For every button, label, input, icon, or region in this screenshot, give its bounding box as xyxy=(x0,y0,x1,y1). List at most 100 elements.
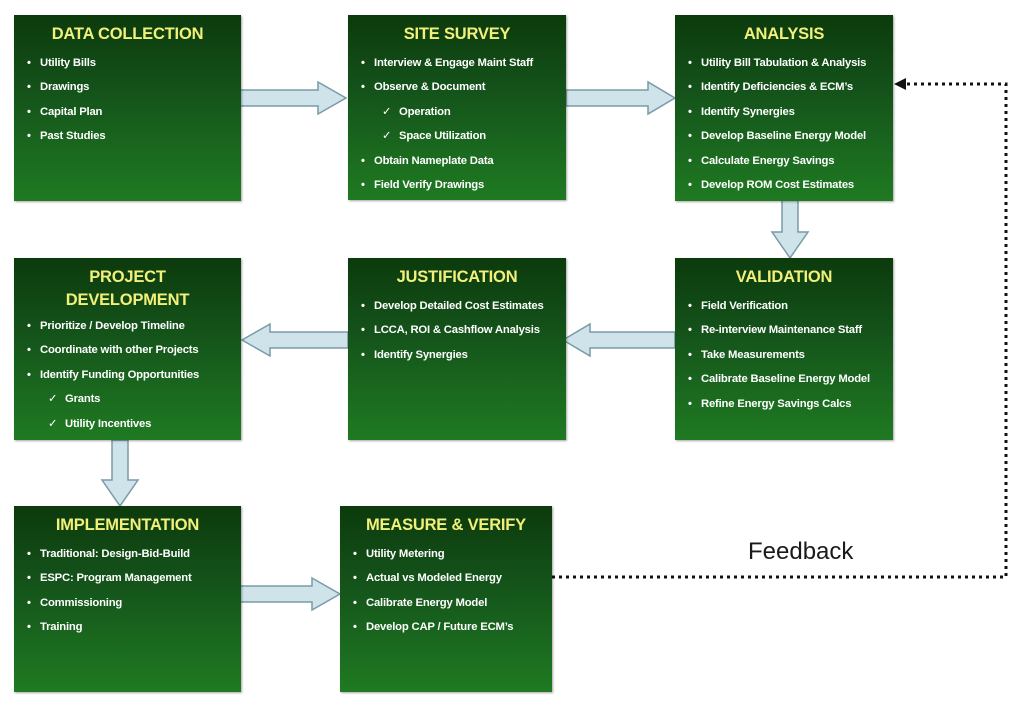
box-item-text: Grants xyxy=(65,393,101,406)
box-item-text: LCCA, ROI & Cashflow Analysis xyxy=(374,324,540,337)
bullet-icon: • xyxy=(361,348,365,361)
box-item-text: Prioritize / Develop Timeline xyxy=(40,320,185,332)
box-item-text: Utility Metering xyxy=(366,548,445,560)
box-data-collection: DATA COLLECTION •Utility Bills•Drawings•… xyxy=(14,15,241,201)
bullet-icon: • xyxy=(361,179,365,192)
box-validation: VALIDATION •Field Verification•Re-interv… xyxy=(675,258,893,440)
box-site-survey: SITE SURVEY • Interview & Engage Maint St… xyxy=(348,15,566,200)
bullet-icon: • xyxy=(361,324,365,337)
box-item: • Develop CAP / Future ECM’s xyxy=(340,615,548,639)
box-implementation: IMPLEMENTATION • Traditional: Design-Bid-… xyxy=(14,506,241,692)
box-item: •Calculate Energy Savings xyxy=(675,149,889,173)
box-sub-item: ✓Utility Incentives xyxy=(14,412,237,436)
box-item: •Take Measurements xyxy=(675,343,889,367)
bullet-icon: • xyxy=(688,130,692,143)
box-item-text: Identify Synergies xyxy=(701,105,795,118)
box-sub-item: ✓ Grants xyxy=(14,387,237,411)
bullet-icon: • xyxy=(27,130,31,143)
arrow-validation-to-justification xyxy=(561,322,676,358)
arrow-analysis-to-validation xyxy=(770,199,810,260)
box-title: ANALYSIS xyxy=(743,25,825,43)
box-item-text: Develop ROM Cost Estimates xyxy=(701,179,854,192)
bullet-icon: • xyxy=(688,105,692,118)
bullet-icon: • xyxy=(688,300,692,312)
arrow-project-development-to-implementation xyxy=(100,439,140,508)
box-item-text: Interview & Engage Maint Staff xyxy=(374,57,534,69)
bullet-icon: • xyxy=(353,596,357,609)
check-icon: ✓ xyxy=(48,417,58,430)
box-item: •Obtain Nameplate Data xyxy=(348,149,562,173)
box-item: • Coordinate with other Projects xyxy=(14,338,237,362)
box-item-list: • Develop Detailed Cost Estimates • LCCA, R… xyxy=(348,294,566,367)
box-item: •Commissioning xyxy=(14,591,237,615)
bullet-icon: • xyxy=(688,154,692,167)
box-item: • Past Studies xyxy=(14,124,237,148)
box-item-text: Field Verification xyxy=(701,300,788,312)
bullet-icon: • xyxy=(361,57,365,69)
box-analysis: ANALYSIS •Utility Bill Tabulation & Anal… xyxy=(675,15,893,201)
bullet-icon: • xyxy=(688,81,692,94)
box-item: • Utility Bills xyxy=(14,51,237,75)
bullet-icon: • xyxy=(27,81,31,94)
check-icon: ✓ xyxy=(382,130,392,143)
bullet-icon: • xyxy=(27,621,31,634)
box-sub-item: ✓ Operation xyxy=(348,100,562,124)
box-item-text: Identify Deficiencies & ECM’s xyxy=(701,81,853,94)
box-item-text: Develop Detailed Cost Estimates xyxy=(374,300,544,312)
box-item-list: •Field Verification•Re-interview Mainten… xyxy=(675,294,893,416)
arrow-data-collection-to-site-survey xyxy=(239,80,348,116)
bullet-icon: • xyxy=(353,621,357,634)
box-item-text: Calibrate Energy Model xyxy=(366,596,488,609)
bullet-icon: • xyxy=(27,57,31,69)
box-item: • Identify Synergies xyxy=(675,100,889,124)
box-item: • Capital Plan xyxy=(14,100,237,124)
bullet-icon: • xyxy=(361,81,365,94)
box-item-text: Capital Plan xyxy=(40,105,103,118)
bullet-icon: • xyxy=(27,548,31,560)
box-item: •Utility Bill Tabulation & Analysis xyxy=(675,51,889,75)
box-item-text: Commissioning xyxy=(40,596,123,609)
box-item-text: Past Studies xyxy=(40,130,106,143)
box-item-text: ESPC: Program Management xyxy=(40,572,192,585)
box-sub-item: ✓ Space Utilization xyxy=(348,124,562,148)
bullet-icon: • xyxy=(27,368,31,381)
box-item-list: • Interview & Engage Maint Staff • Observe … xyxy=(348,51,566,197)
box-measure-verify: MEASURE & VERIFY •Utility Metering•Actua… xyxy=(340,506,552,692)
box-item-text: Space Utilization xyxy=(399,130,486,143)
box-item-text: Traditional: Design-Bid-Build xyxy=(40,548,190,560)
box-item-text: Take Measurements xyxy=(701,348,805,361)
box-title: JUSTIFICATION xyxy=(396,268,518,286)
check-icon: ✓ xyxy=(48,393,58,406)
box-item: • Traditional: Design-Bid-Build xyxy=(14,542,237,566)
box-item: • Field Verification xyxy=(675,294,889,318)
box-item-text: Coordinate with other Projects xyxy=(40,344,199,357)
box-justification: JUSTIFICATION • Develop Detailed Cost Est… xyxy=(348,258,566,440)
arrow-implementation-to-measure-verify xyxy=(239,576,342,612)
box-title: SITE SURVEY xyxy=(403,25,511,43)
bullet-icon: • xyxy=(27,344,31,357)
box-item: • LCCA, ROI & Cashflow Analysis xyxy=(348,318,562,342)
feedback-label: Feedback xyxy=(748,538,854,565)
check-icon: ✓ xyxy=(382,105,392,118)
box-item-text: Calibrate Baseline Energy Model xyxy=(701,373,870,386)
bullet-icon: • xyxy=(353,572,357,585)
bullet-icon: • xyxy=(27,105,31,118)
box-item-text: Observe & Document xyxy=(374,81,486,94)
bullet-icon: • xyxy=(688,373,692,386)
box-item-text: Operation xyxy=(399,105,451,118)
box-item-text: Refine Energy Savings Calcs xyxy=(701,397,852,410)
box-item-text: Identify Funding Opportunities xyxy=(40,368,200,381)
bullet-icon: • xyxy=(27,320,31,332)
box-title: IMPLEMENTATION xyxy=(55,516,200,534)
box-project-development: PROJECT DEVELOPMENT •Prioritize / Develo… xyxy=(14,258,241,440)
box-item: • Identify Funding Opportunities xyxy=(14,363,237,387)
box-item-text: Training xyxy=(40,621,83,634)
bullet-icon: • xyxy=(688,397,692,410)
box-item: • Interview & Engage Maint Staff xyxy=(348,51,562,75)
box-item-list: • Prioritize / Develop Timeline • Coordinat… xyxy=(14,314,241,436)
box-item-text: Field Verify Drawings xyxy=(374,179,485,192)
box-item-list: •Utility Metering•Actual vs Modeled Ener… xyxy=(340,542,552,640)
box-item-text: Develop CAP / Future ECM’s xyxy=(366,621,514,634)
box-item-text: Utility Bills xyxy=(40,57,96,69)
